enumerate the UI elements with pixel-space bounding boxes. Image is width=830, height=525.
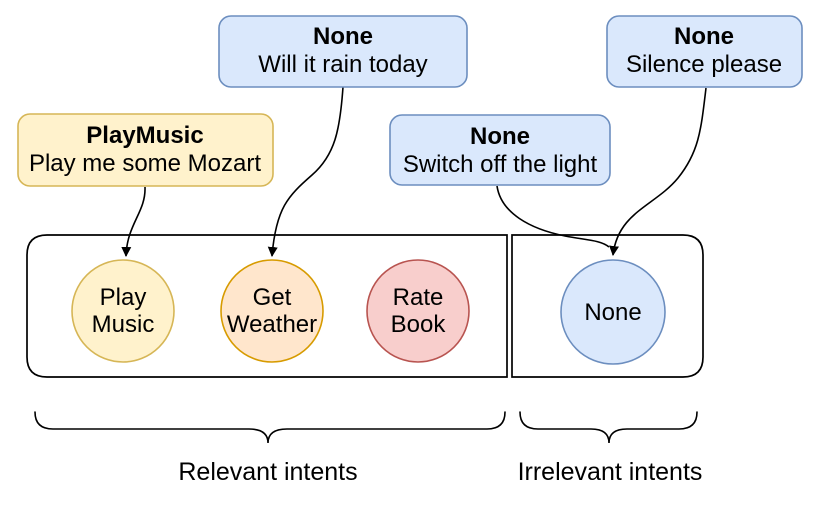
none-circle-label: None bbox=[584, 299, 641, 326]
intent-circle-none: None bbox=[560, 259, 666, 365]
utterance-box-silence: None Silence please bbox=[606, 15, 803, 88]
none-circle bbox=[560, 259, 666, 365]
relevant-intents-label: Relevant intents bbox=[178, 458, 357, 486]
playmusic-box-intent: PlayMusic bbox=[86, 122, 203, 149]
play-music-circle bbox=[71, 259, 175, 363]
will-it-rain-box-bg bbox=[218, 15, 468, 88]
silence-box-utterance: Silence please bbox=[626, 51, 782, 78]
rate-book-label-line2: Book bbox=[391, 311, 447, 338]
get-weather-circle bbox=[220, 259, 324, 363]
will-it-rain-box-intent: None bbox=[313, 23, 373, 50]
utterance-box-will-it-rain: None Will it rain today bbox=[218, 15, 468, 88]
utterance-box-switch-off: None Switch off the light bbox=[389, 114, 611, 186]
switch-off-box-utterance: Switch off the light bbox=[403, 151, 598, 178]
intent-circle-play-music: Play Music bbox=[71, 259, 175, 363]
intent-circle-get-weather: Get Weather bbox=[220, 259, 324, 363]
intent-circle-rate-book: Rate Book bbox=[366, 259, 470, 363]
arrow-willitrain-to-getweather-circle-icon bbox=[267, 86, 344, 257]
arrow-switchoff-to-none-circle-icon bbox=[496, 185, 610, 248]
brace-relevant-icon bbox=[34, 411, 506, 444]
irrelevant-intents-label: Irrelevant intents bbox=[518, 458, 703, 486]
playmusic-box-bg bbox=[17, 113, 274, 187]
irrelevant-intents-container bbox=[511, 234, 704, 378]
play-music-label-line1: Play bbox=[100, 284, 147, 311]
arrow-silence-to-none-circle-icon bbox=[609, 87, 707, 256]
utterance-box-playmusic: PlayMusic Play me some Mozart bbox=[17, 113, 274, 187]
get-weather-label-line1: Get bbox=[253, 284, 292, 311]
play-music-label-line2: Music bbox=[92, 311, 155, 338]
switch-off-box-bg bbox=[389, 114, 611, 186]
relevant-intents-container bbox=[26, 234, 508, 378]
playmusic-box-utterance: Play me some Mozart bbox=[29, 150, 261, 177]
switch-off-box-intent: None bbox=[470, 123, 530, 150]
silence-box-intent: None bbox=[674, 23, 734, 50]
get-weather-label-line2: Weather bbox=[227, 311, 317, 338]
brace-irrelevant-icon bbox=[519, 411, 698, 444]
will-it-rain-box-utterance: Will it rain today bbox=[258, 51, 427, 78]
silence-box-bg bbox=[606, 15, 803, 88]
arrow-playmusic-to-playmusic-circle-icon bbox=[121, 186, 146, 257]
rate-book-circle bbox=[366, 259, 470, 363]
rate-book-label-line1: Rate bbox=[393, 284, 444, 311]
